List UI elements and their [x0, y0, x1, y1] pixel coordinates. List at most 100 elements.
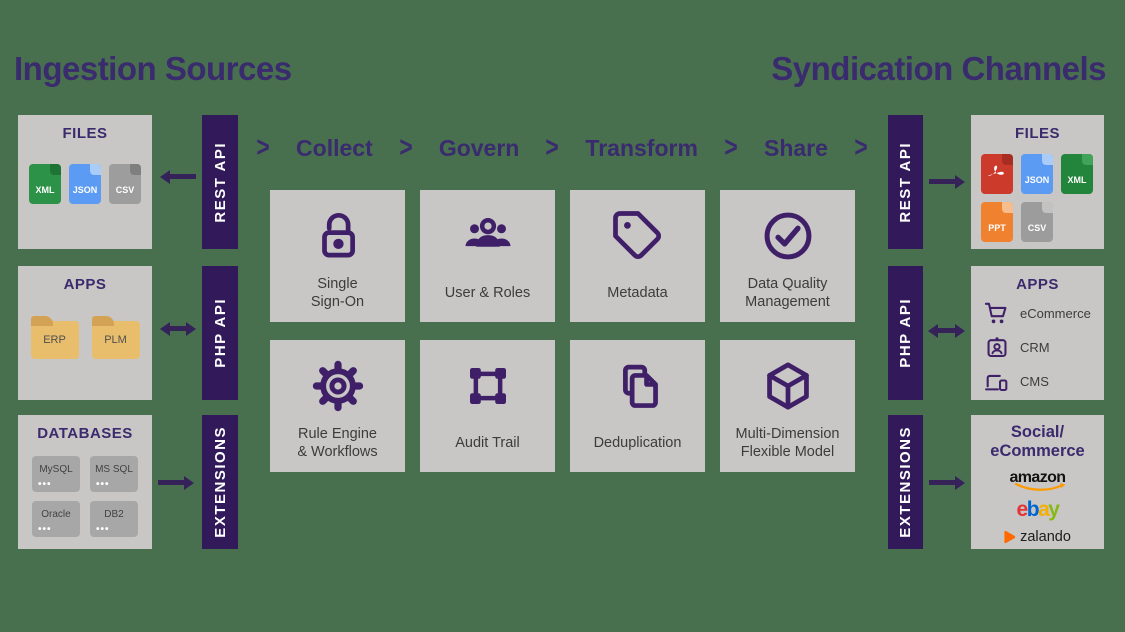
ebay-letter: e	[1016, 497, 1029, 521]
flow-step-collect: Collect	[296, 134, 373, 161]
erp-folder-icon: ERP	[30, 316, 79, 359]
chevron-right-icon: >	[854, 131, 868, 164]
app-label: CMS	[1020, 374, 1049, 389]
ebay-letter: y	[1048, 497, 1060, 521]
feature-single-sign-on: Single Sign-On	[270, 190, 405, 322]
csv-file-icon: CSV	[1021, 202, 1053, 242]
plm-folder-icon: PLM	[91, 316, 140, 359]
devices-icon	[985, 374, 1008, 391]
right-files-panel: FILES JSON XML PPT CSV	[971, 115, 1104, 249]
page-fold	[90, 164, 101, 175]
zalando-text: zalando	[1020, 528, 1071, 545]
feature-label: Rule Engine & Workflows	[297, 425, 378, 460]
app-label: eCommerce	[1020, 306, 1091, 321]
shopping-cart-icon	[984, 302, 1007, 323]
social-header-line2: eCommerce	[990, 441, 1085, 460]
feature-data-quality: Data Quality Management	[720, 190, 855, 322]
check-circle-icon	[761, 206, 815, 266]
cms-row: CMS	[984, 368, 1104, 395]
right-apps-panel: APPS eCommerce CRM CMS	[971, 266, 1104, 400]
chevron-right-icon: >	[256, 131, 270, 164]
flow-step-share: Share	[763, 134, 828, 161]
chevron-right-icon: >	[545, 131, 560, 164]
adobe-pdf-logo-icon	[987, 165, 1004, 176]
page-fold	[130, 164, 141, 175]
page-fold	[50, 164, 61, 175]
file-label: PPT	[988, 223, 1006, 233]
file-label: JSON	[1024, 175, 1050, 185]
contact-card-icon	[987, 336, 1007, 357]
bar-label: PHP API	[211, 298, 229, 368]
right-apps-header: APPS	[1016, 276, 1059, 293]
flow-step-transform: Transform	[585, 134, 698, 161]
page-fold	[1082, 154, 1093, 165]
file-label: JSON	[72, 185, 98, 195]
right-extensions-bar: EXTENSIONS	[888, 415, 923, 549]
chip-label: DB2	[104, 509, 124, 520]
feature-label: Single Sign-On	[310, 275, 365, 310]
chevron-right-icon: >	[724, 131, 738, 164]
mssql-chip: MS SQL	[90, 456, 138, 492]
bar-label: EXTENSIONS	[211, 426, 229, 538]
feature-label: Deduplication	[593, 434, 682, 451]
file-label: XML	[35, 185, 55, 195]
left-apps-header: APPS	[63, 276, 107, 293]
bar-label: REST API	[211, 141, 229, 223]
social-ecommerce-panel: Social/ eCommerce amazon ebay zalando	[971, 415, 1104, 549]
folder-label: PLM	[104, 334, 127, 346]
db2-chip: DB2	[90, 501, 138, 537]
amazon-logo: amazon	[1009, 468, 1067, 491]
cube-icon	[761, 356, 815, 416]
left-databases-panel: DATABASES MySQL MS SQL Oracle DB2	[18, 415, 152, 549]
copy-documents-icon	[611, 356, 665, 416]
left-apps-panel: APPS ERP PLM	[18, 266, 152, 400]
ingestion-sources-title: Ingestion Sources	[14, 50, 292, 87]
process-flow: > Collect > Govern > Transform > Share >	[256, 131, 868, 164]
chip-label: MySQL	[39, 464, 73, 475]
feature-audit-trail: Audit Trail	[420, 340, 555, 472]
folder-label: ERP	[43, 334, 66, 346]
syndication-channels-title: Syndication Channels	[771, 50, 1106, 87]
frame-nodes-icon	[461, 356, 515, 416]
zalando-mark-icon	[1004, 530, 1016, 544]
left-php-api-bar: PHP API	[202, 266, 238, 400]
ebay-letter: a	[1038, 497, 1050, 521]
zalando-logo: zalando	[1004, 529, 1071, 545]
xml-file-icon: XML	[29, 164, 61, 204]
chevron-right-icon: >	[399, 131, 413, 164]
right-rest-api-bar: REST API	[888, 115, 923, 249]
feature-label: Metadata	[607, 284, 668, 301]
ecommerce-row: eCommerce	[984, 300, 1104, 327]
xml-file-icon: XML	[1061, 154, 1093, 194]
bar-label: PHP API	[897, 298, 914, 368]
lock-open-icon	[311, 206, 365, 266]
page-fold	[1002, 202, 1013, 213]
arrow-double-icon	[938, 328, 955, 333]
left-rest-api-bar: REST API	[202, 115, 238, 249]
feature-multi-dimension: Multi-Dimension Flexible Model	[720, 340, 855, 472]
ebay-letter: b	[1026, 497, 1040, 521]
page-fold	[1042, 202, 1053, 213]
file-label: CSV	[115, 185, 135, 195]
feature-user-roles: User & Roles	[420, 190, 555, 322]
json-file-icon: JSON	[69, 164, 101, 204]
feature-rule-engine: Rule Engine & Workflows	[270, 340, 405, 472]
pdf-file-icon	[981, 154, 1013, 194]
feature-label: Multi-Dimension Flexible Model	[735, 425, 840, 460]
arrow-left-icon	[170, 174, 196, 179]
right-php-api-bar: PHP API	[888, 266, 923, 400]
left-databases-header: DATABASES	[37, 425, 133, 442]
right-files-header: FILES	[1014, 125, 1060, 142]
amazon-smile-icon	[1014, 482, 1065, 491]
amazon-text: amazon	[1009, 468, 1067, 486]
page-fold	[1002, 154, 1013, 165]
bar-label: REST API	[897, 141, 914, 223]
gear-icon	[311, 356, 365, 416]
file-label: CSV	[1027, 223, 1047, 233]
ebay-logo: ebay	[1016, 497, 1060, 521]
tag-icon	[611, 206, 665, 266]
mysql-chip: MySQL	[32, 456, 80, 492]
oracle-chip: Oracle	[32, 501, 80, 537]
feature-label: User & Roles	[444, 284, 531, 301]
